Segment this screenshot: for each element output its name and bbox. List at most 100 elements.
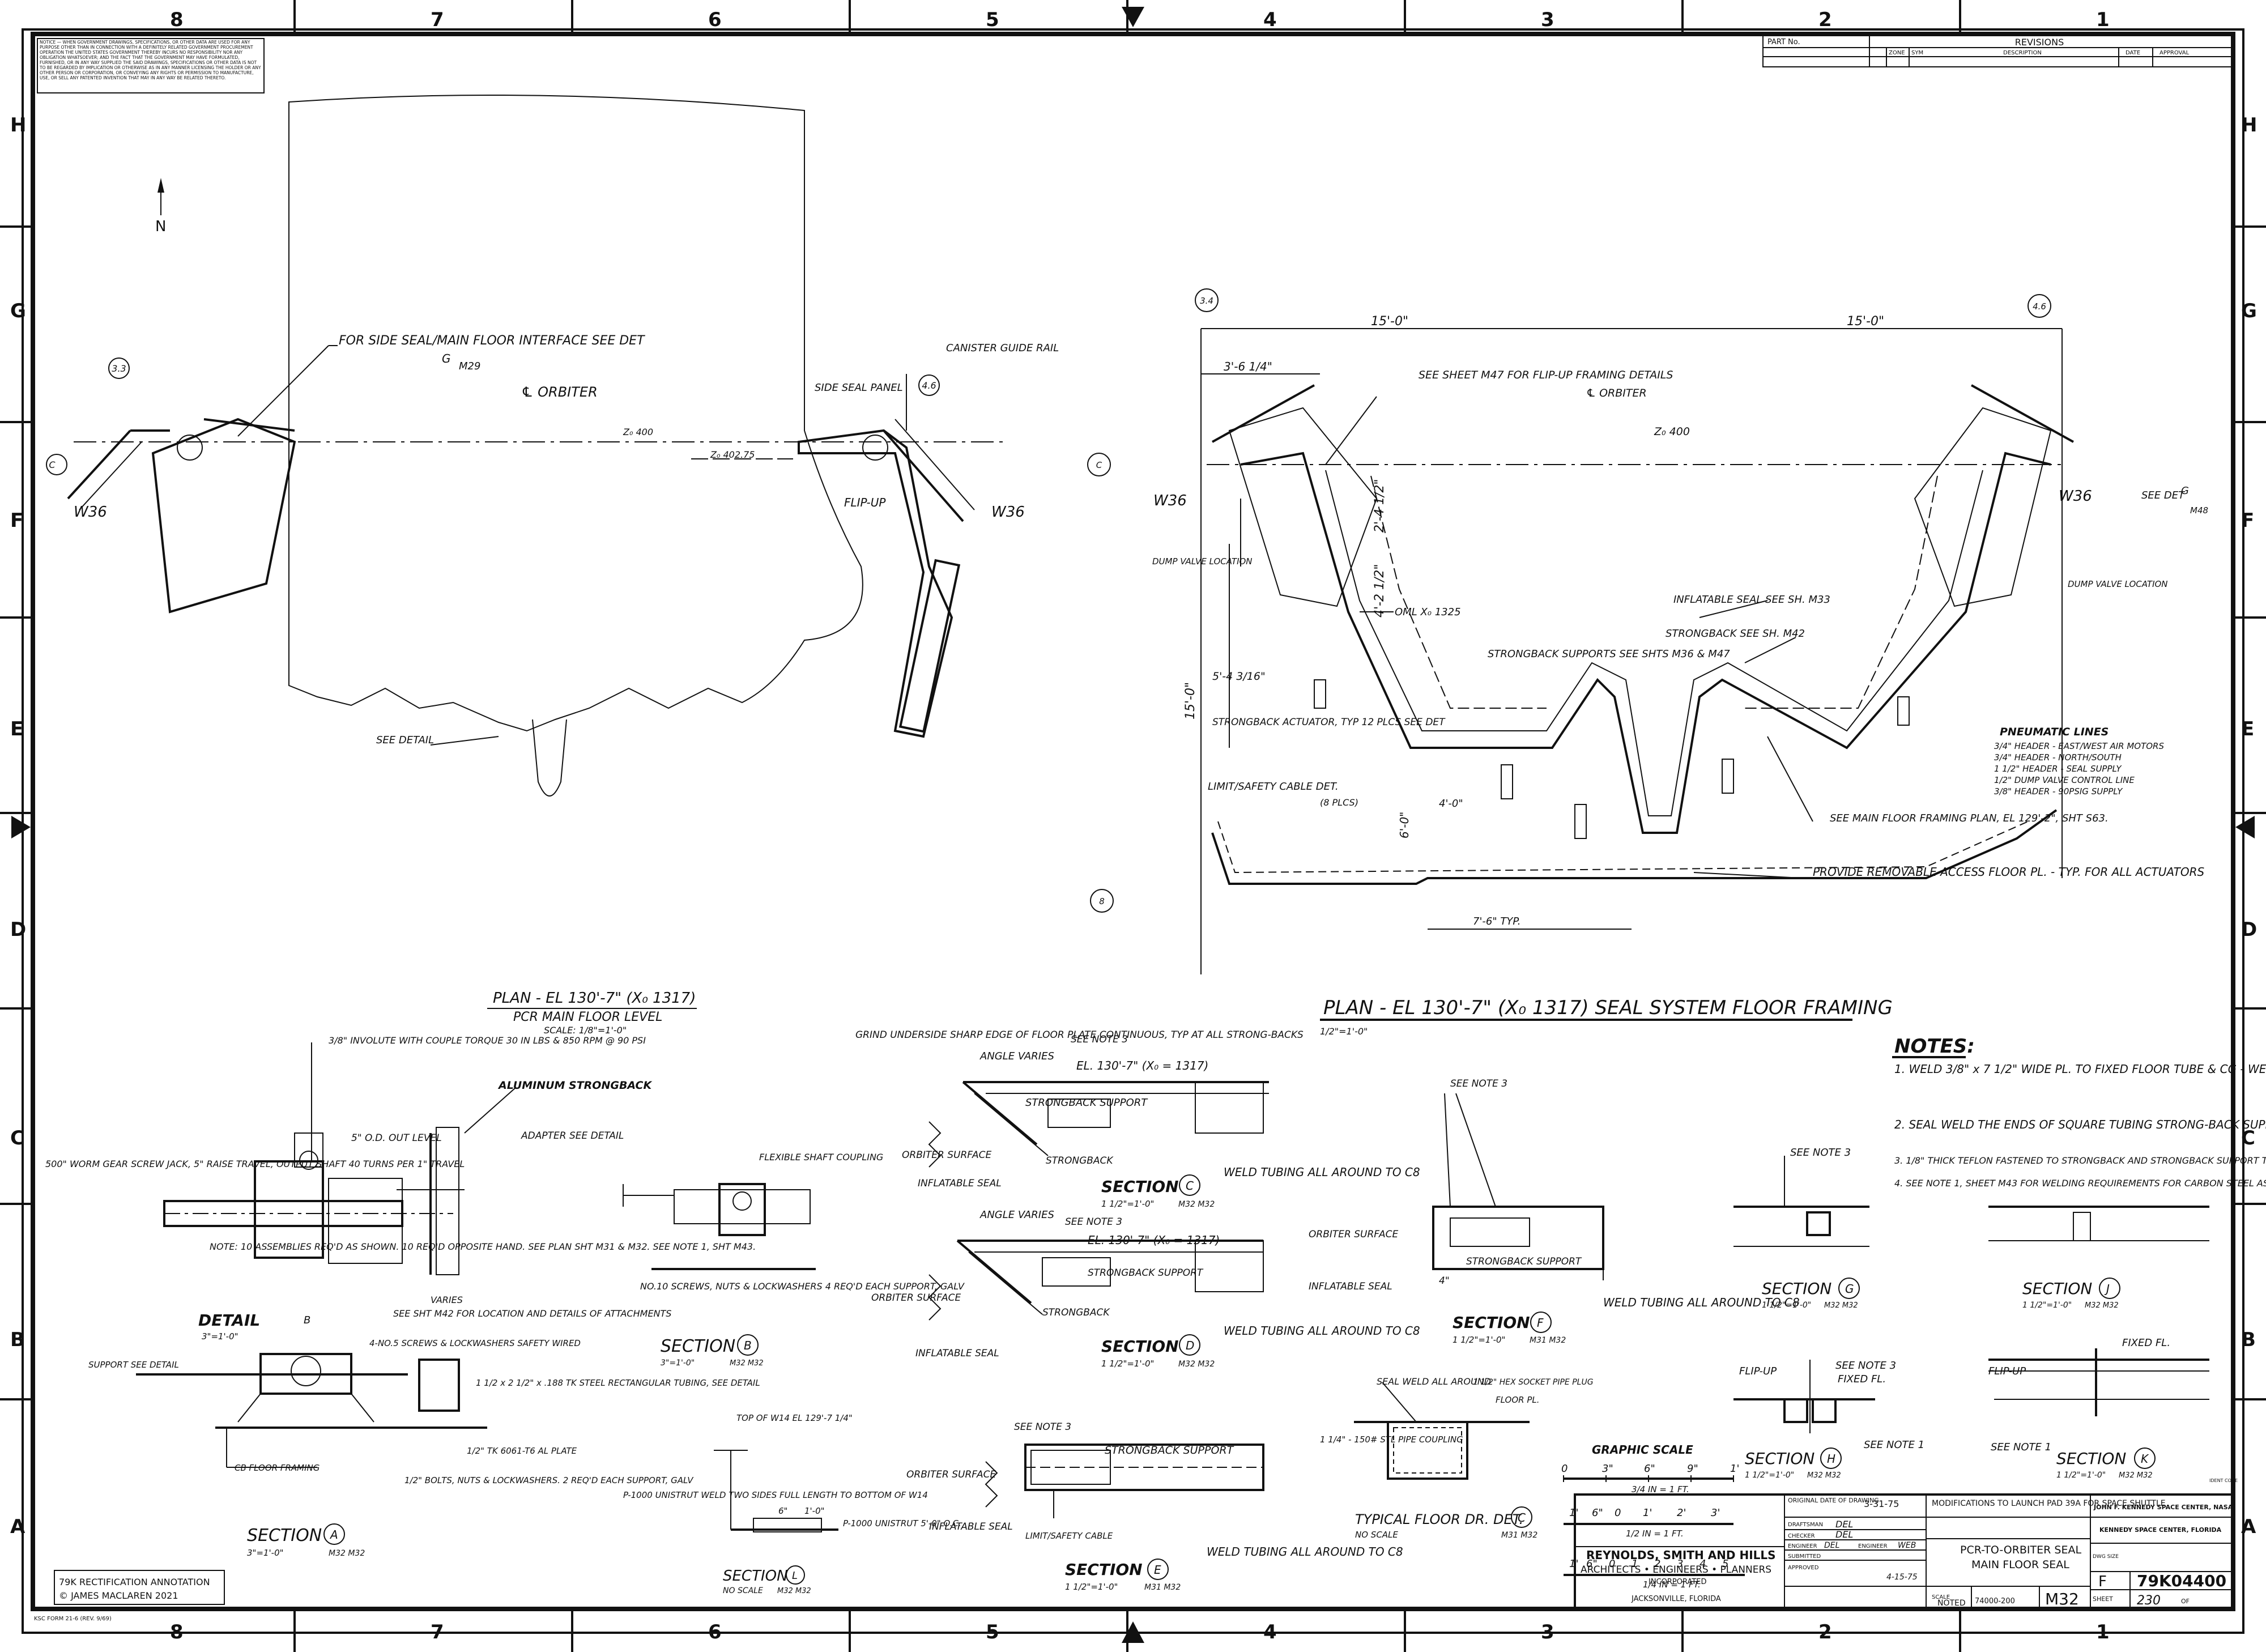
fixed-fl-k: FIXED FL.: [2122, 1337, 2170, 1349]
section-g-title: SECTION: [1762, 1279, 1831, 1298]
gs2-tick: 1': [1643, 1507, 1652, 1519]
gs3-tick: 4: [1700, 1558, 1706, 1570]
gs2-label: 1/2 IN = 1 FT.: [1626, 1528, 1684, 1539]
limit-cable-e: LIMIT/SAFETY CABLE: [1025, 1531, 1113, 1541]
plate-note: 1/2" TK 6061-T6 AL PLATE: [467, 1446, 577, 1456]
grind-note: GRIND UNDERSIDE SHARP EDGE OF FLOOR PLAT…: [855, 1029, 1304, 1041]
plan-left-title: PLAN - EL 130'-7" (X₀ 1317): [493, 990, 696, 1007]
dim-15-vertical: 15'-0": [1183, 682, 1198, 719]
gs1-tick: 1': [1730, 1463, 1739, 1475]
draftsman-val: DEL: [1835, 1519, 1853, 1530]
form-number: KSC FORM 21-6 (REV. 9/69): [34, 1616, 112, 1622]
rev-col: ZONE: [1889, 50, 1905, 56]
section-j-sheets: M32 M32: [2085, 1301, 2119, 1310]
grid-33: 3.3: [112, 363, 126, 374]
section-e-tag: E: [1154, 1563, 1161, 1577]
orbiter-surface-c: ORBITER SURFACE: [902, 1149, 992, 1161]
row-label: F: [2241, 509, 2254, 532]
section-c-title: SECTION: [1101, 1177, 1179, 1196]
tube-note: 1 1/2 x 2 1/2" x .188 TK STEEL RECTANGUL…: [476, 1378, 760, 1388]
row-label: A: [10, 1515, 25, 1538]
notice-text: NOTICE — WHEN GOVERNMENT DRAWINGS, SPECI…: [40, 40, 261, 80]
section-j-drawing: [1988, 1206, 2209, 1241]
revisions-block: PART No. REVISIONS ZONE SYM DESCRIPTION …: [1762, 35, 2233, 67]
detail-b-drawing: [136, 1353, 487, 1468]
strongback-c: STRONGBACK: [1046, 1155, 1114, 1166]
bolts-note: 1/2" BOLTS, NUTS & LOCKWASHERS. 2 REQ'D …: [404, 1475, 694, 1485]
inflatable-e: INFLATABLE SEAL: [929, 1521, 1013, 1532]
od-note: 5" O.D. OUT LEVEL: [351, 1132, 442, 1144]
dim-4-f: 4": [1439, 1275, 1450, 1287]
col-label: 4: [1263, 1621, 1277, 1644]
dim-546: 5'-4 3/16": [1212, 670, 1266, 683]
adapter-note: ADAPTER SEE DETAIL: [521, 1130, 624, 1142]
worm-gear-note: 500" WORM GEAR SCREW JACK, 5" RAISE TRAV…: [45, 1159, 465, 1169]
section-h-tag: H: [1827, 1452, 1835, 1466]
engineer2-val: WEB: [1898, 1541, 1916, 1550]
col-label: 1: [2096, 1621, 2110, 1644]
section-h-drawing: [1733, 1360, 1875, 1433]
rev-col: APPROVAL: [2159, 50, 2190, 56]
section-b-tag: B: [744, 1339, 752, 1352]
det-g-sheet-right: M48: [2190, 505, 2208, 516]
section-a-scale: 3"=1'-0": [247, 1548, 284, 1558]
row-label: B: [2241, 1329, 2256, 1351]
firm-city: JACKSONVILLE, FLORIDA: [1631, 1595, 1721, 1603]
screws-note: 4-NO.5 SCREWS & LOCKWASHERS SAFETY WIRED: [369, 1338, 581, 1348]
gs1-tick: 9": [1687, 1463, 1698, 1475]
rev-col: DATE: [2126, 50, 2140, 56]
gs3-tick: 2: [1654, 1558, 1660, 1570]
plan-right-title-block: PLAN - EL 130'-7" (X₀ 1317) SEAL SYSTEM …: [1320, 997, 1893, 1037]
section-b-drawing: [623, 1183, 816, 1270]
section-k-scale: 1 1/2"=1'-0": [2056, 1471, 2106, 1480]
strongback-note: STRONGBACK SEE SH. M42: [1666, 628, 1805, 640]
strongback-support-d: STRONGBACK SUPPORT: [1088, 1267, 1204, 1279]
gs3-tick: 5: [1722, 1558, 1728, 1570]
see-note-3-f: SEE NOTE 3: [1450, 1078, 1507, 1089]
dim-242: 2'-4 1/2": [1373, 479, 1387, 533]
row-label: E: [10, 718, 23, 740]
grid-8: 8: [1099, 896, 1105, 906]
gs2-tick: 2': [1677, 1507, 1686, 1519]
section-d-scale: 1 1/2"=1'-0": [1101, 1359, 1154, 1369]
row-ticks: [0, 225, 2266, 1400]
floor-drain-scale: NO SCALE: [1355, 1530, 1398, 1540]
oml-label: OML X₀ 1325: [1395, 606, 1461, 618]
section-g-tag: G: [1845, 1282, 1854, 1296]
actuator-note: STRONGBACK ACTUATOR, TYP 12 PLCS SEE DET: [1212, 717, 1446, 728]
strongback-support-c: STRONGBACK SUPPORT: [1025, 1097, 1148, 1109]
section-l-drawing: [714, 1450, 838, 1532]
see-det-f: SEE DET: [2141, 489, 2186, 501]
gs2-tick: 6": [1592, 1507, 1603, 1519]
row-label: G: [2241, 300, 2257, 322]
graphic-scale: [1563, 1475, 1745, 1576]
drawing-title-1: PCR-TO-ORBITER SEAL: [1960, 1544, 2081, 1556]
el-c: EL. 130'-7" (X₀ = 1317): [1076, 1059, 1208, 1072]
inflatable-note: INFLATABLE SEAL SEE SH. M33: [1673, 594, 1830, 606]
row-label: E: [2241, 718, 2254, 740]
section-b-title: SECTION: [661, 1336, 735, 1356]
row-label: B: [10, 1329, 25, 1351]
detail-b-title: DETAIL: [198, 1311, 260, 1330]
section-f-tag: F: [1537, 1316, 1544, 1330]
section-k-title: SECTION: [2056, 1449, 2126, 1468]
submitted-label: SUBMITTED: [1788, 1553, 1821, 1560]
dim-364: 3'-6 1/4": [1224, 360, 1272, 373]
section-h-title: SECTION: [1745, 1449, 1814, 1468]
see-note-3-g: SEE NOTE 3: [1790, 1147, 1851, 1159]
plan-right-drawing: [1087, 288, 2074, 974]
col-label: 7: [431, 8, 444, 31]
section-f-scale: 1 1/2"=1'-0": [1453, 1335, 1505, 1345]
notice-box: [37, 38, 265, 93]
notes-block: NOTES: 1. WELD 3/8" x 7 1/2" WIDE PL. TO…: [1892, 1035, 2266, 1189]
draftsman-label: DRAFTSMAN: [1788, 1522, 1823, 1528]
pneumatic-line: 3/4" HEADER - EAST/WEST AIR MOTORS: [1994, 741, 2164, 751]
section-e-title: SECTION: [1065, 1560, 1143, 1579]
sheet-of: OF: [2181, 1598, 2190, 1605]
col-label: 6: [708, 1621, 722, 1644]
strongback-f: STRONGBACK SUPPORT: [1466, 1256, 1582, 1267]
floor-drain-tag: C: [1518, 1511, 1526, 1525]
section-a-drawing: [163, 1042, 516, 1275]
removable-note: PROVIDE REMOVABLE ACCESS FLOOR PL. - TYP…: [1813, 865, 2204, 879]
notes-title: NOTES:: [1894, 1035, 1975, 1058]
